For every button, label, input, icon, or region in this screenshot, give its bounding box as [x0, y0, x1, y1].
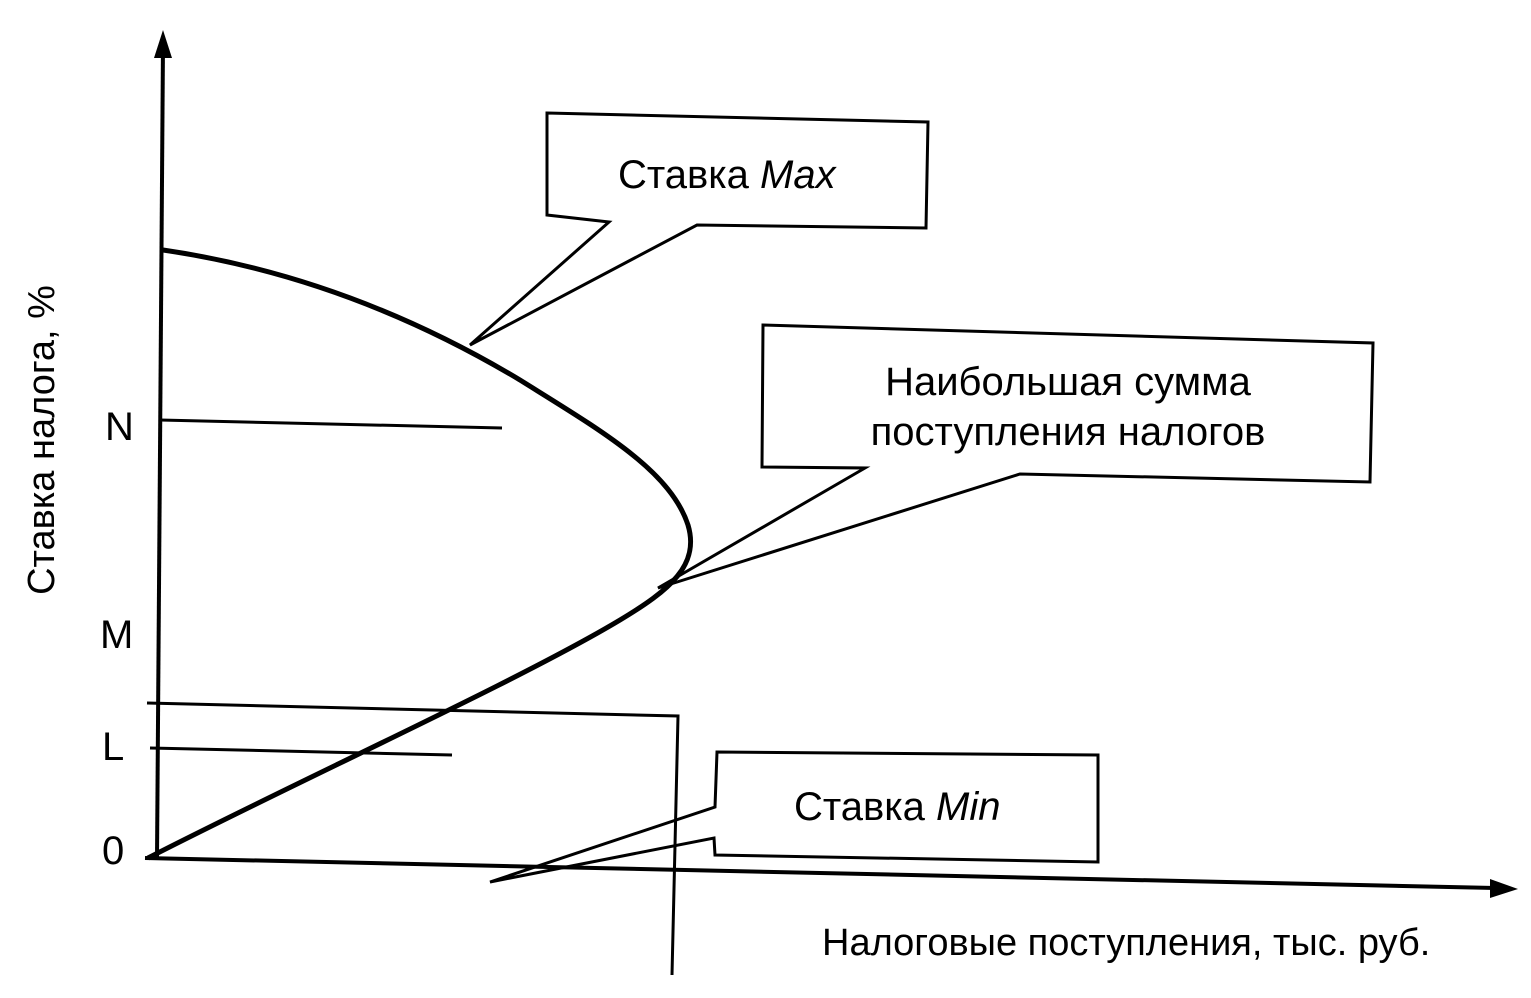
y-axis-label: Ставка налога, %: [21, 285, 63, 595]
tick-l: L: [102, 725, 124, 769]
callout-max-text: Ставка Max: [618, 153, 838, 197]
laffer-curve: [146, 247, 694, 861]
l-level-line: [149, 746, 453, 757]
n-level-line: [159, 418, 503, 430]
y-axis: [155, 44, 165, 859]
y-axis-arrow-icon: [154, 30, 172, 58]
callout-peak-line1: Наибольшая сумма: [885, 360, 1252, 404]
tick-0: 0: [102, 829, 124, 873]
optimum-guide-line: [146, 701, 680, 976]
callout-max-italic: Max: [760, 153, 838, 197]
callout-min-text: Ставка Min: [794, 785, 1000, 829]
callout-min-italic: Min: [936, 785, 1000, 829]
callout-peak: [657, 323, 1375, 590]
callout-min-prefix: Ставка: [794, 785, 936, 829]
callout-max: [469, 111, 930, 347]
callout-peak-line2: поступления налогов: [871, 410, 1266, 454]
tick-n: N: [105, 405, 134, 449]
x-axis-arrow-icon: [1490, 879, 1518, 898]
x-axis-label: Налоговые поступления, тыс. руб.: [822, 922, 1430, 964]
x-axis: [144, 856, 1496, 890]
tick-m: M: [100, 613, 133, 657]
callout-max-prefix: Ставка: [618, 153, 760, 197]
callout-min: [489, 750, 1100, 884]
